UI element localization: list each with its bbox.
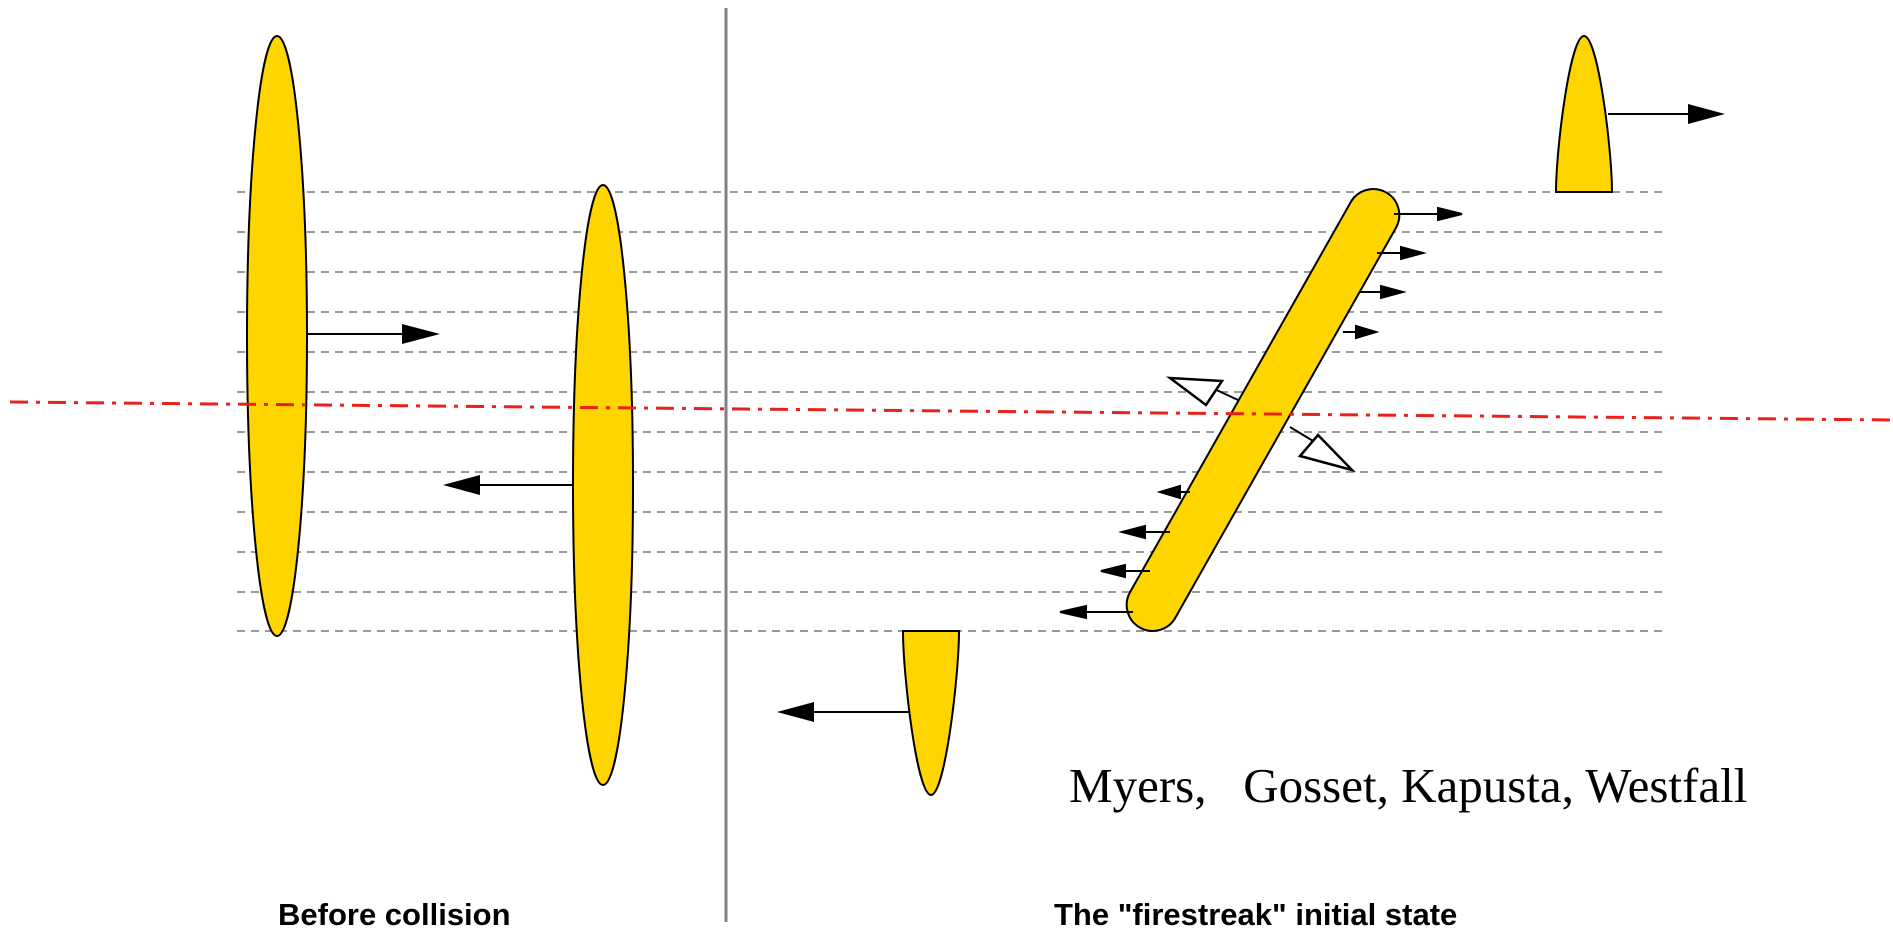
participant-streak	[1125, 188, 1401, 632]
projectile-velocity-arrow	[307, 324, 440, 344]
projectile-nucleus	[246, 35, 308, 637]
dashed-lines-left	[237, 191, 722, 632]
target-spectator-arrow	[777, 702, 909, 722]
authors-credit: Myers, Gosset, Kapusta, Westfall	[1069, 758, 1748, 813]
streak-arrows-right	[1343, 206, 1463, 340]
target-velocity-arrow	[443, 475, 573, 495]
projectile-spectator	[1554, 34, 1614, 193]
caption-before-collision: Before collision	[278, 897, 511, 932]
projectile-spectator-arrow	[1608, 104, 1725, 124]
transverse-arrow-upper-left	[1165, 376, 1239, 407]
reaction-plane-line	[9, 400, 1893, 422]
transverse-arrow-lower-right	[1289, 426, 1357, 473]
target-nucleus	[572, 184, 634, 786]
streak-arrows-left	[1059, 484, 1190, 620]
target-spectator	[901, 630, 961, 797]
caption-firestreak-initial-state: The "firestreak" initial state	[1054, 897, 1458, 932]
